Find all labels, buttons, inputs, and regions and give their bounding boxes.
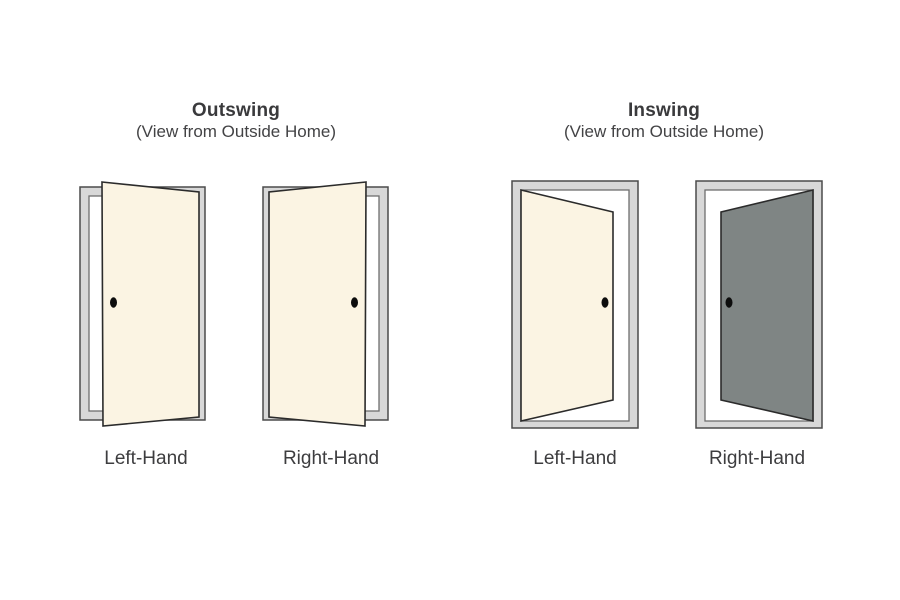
door-leaf — [520, 188, 614, 423]
inswing-section-header: Inswing (View from Outside Home) — [464, 100, 864, 141]
outswing-title: Outswing — [191, 100, 281, 121]
label-outswing-right-hand: Right-Hand — [282, 448, 380, 469]
inswing-title: Inswing — [627, 100, 701, 121]
label-inswing-left-hand: Left-Hand — [533, 448, 617, 469]
door-figure-outswing-right-hand — [262, 181, 389, 427]
door-figure-inswing-left-hand — [511, 180, 639, 429]
door-leaf — [268, 181, 367, 427]
door-knob-icon — [351, 297, 358, 308]
door-knob-icon — [601, 297, 609, 308]
label-outswing-left-hand: Left-Hand — [104, 448, 188, 469]
outswing-section-header: Outswing (View from Outside Home) — [36, 100, 436, 141]
inswing-subtitle: (View from Outside Home) — [564, 122, 764, 141]
door-leaf — [101, 181, 200, 427]
label-inswing-right-hand: Right-Hand — [708, 448, 806, 469]
door-figure-outswing-left-hand — [79, 181, 206, 427]
outswing-subtitle: (View from Outside Home) — [136, 122, 336, 141]
door-leaf — [720, 188, 814, 423]
door-knob-icon — [110, 297, 117, 308]
door-knob-icon — [725, 297, 733, 308]
door-figure-inswing-right-hand — [695, 180, 823, 429]
